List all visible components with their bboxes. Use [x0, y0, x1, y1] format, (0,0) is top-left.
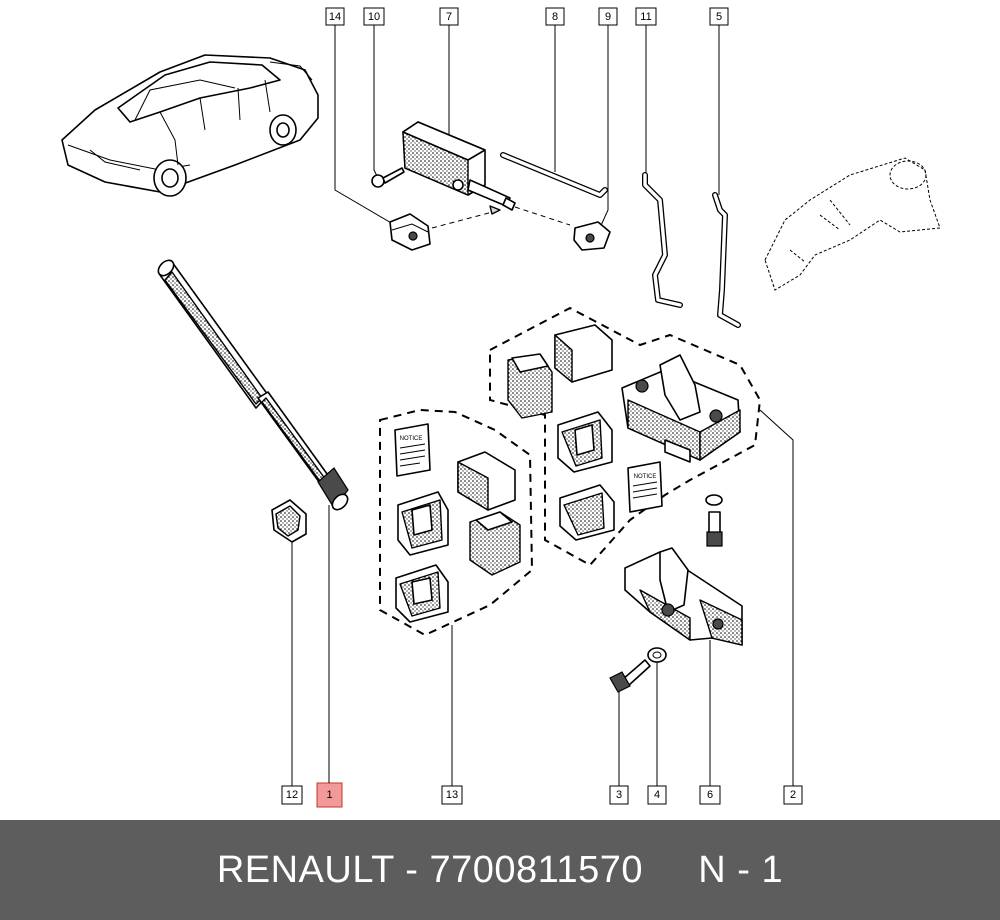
part-1-gas-strut[interactable] [155, 257, 350, 512]
kit-clip-d [559, 484, 615, 541]
callout-7-label: 7 [446, 11, 452, 23]
lock-washer-bolt [705, 494, 723, 547]
kit-clip-c [557, 411, 613, 473]
callout-12[interactable]: 12 [281, 785, 303, 805]
footer-separator: - [394, 848, 430, 891]
part-3-bolt[interactable] [609, 659, 651, 693]
callout-14[interactable]: 14 [325, 7, 345, 26]
kit-block-a [457, 451, 516, 511]
callout-13[interactable]: 13 [441, 785, 463, 805]
kit-clip-a [397, 491, 449, 556]
assembly-arrows [431, 205, 571, 229]
part-6-striker[interactable] [624, 547, 743, 646]
part-8-rod[interactable] [500, 152, 608, 198]
callout-12-label: 12 [286, 789, 298, 801]
callout-8[interactable]: 8 [545, 7, 565, 26]
lock-cylinder-context [764, 157, 941, 291]
callout-8-label: 8 [552, 11, 558, 23]
callout-4-label: 4 [654, 789, 660, 801]
callout-2[interactable]: 2 [783, 785, 803, 805]
footer-bar: RENAULT - 7700811570 N - 1 [0, 820, 1000, 920]
part-13-kit-group[interactable]: NOTICE [379, 408, 534, 637]
callout-2-label: 2 [790, 789, 796, 801]
kit-block-c [554, 324, 613, 383]
notice-booklet-1: NOTICE [394, 423, 431, 477]
callout-5[interactable]: 5 [709, 7, 729, 26]
lock-body [621, 354, 741, 463]
exploded-parts-diagram: 14 10 7 8 9 11 5 12 1 13 3 4 [61, 7, 941, 808]
callout-10-label: 10 [368, 11, 380, 23]
callout-1[interactable]: 1 [316, 782, 343, 808]
part-14-clip[interactable] [389, 213, 431, 251]
part-2-lock-group[interactable]: NOTICE [489, 306, 762, 567]
part-12-end-fitting[interactable] [271, 499, 307, 543]
kit-clip-b [395, 564, 449, 623]
callout-3[interactable]: 3 [609, 785, 629, 805]
footer-caption: RENAULT - 7700811570 N - 1 [217, 849, 783, 892]
part-7-actuator[interactable] [402, 121, 516, 211]
footer-gap [643, 849, 698, 891]
notice-label-1: NOTICE [400, 436, 423, 442]
callout-11-label: 11 [640, 11, 651, 23]
callout-13-label: 13 [446, 789, 458, 801]
callout-9-label: 9 [605, 11, 611, 23]
callout-6[interactable]: 6 [699, 785, 721, 805]
part-11-rod[interactable] [642, 172, 683, 308]
callout-10[interactable]: 10 [363, 7, 385, 26]
callout-4[interactable]: 4 [647, 785, 667, 805]
footer-brand: RENAULT [216, 848, 395, 891]
callout-5-label: 5 [716, 11, 722, 23]
callout-6-label: 6 [707, 789, 713, 801]
car-illustration [61, 54, 319, 197]
footer-reference: N - 1 [698, 848, 784, 891]
callout-14-label: 14 [329, 11, 341, 23]
part-5-rod[interactable] [712, 192, 741, 328]
notice-label-2: NOTICE [634, 474, 657, 480]
notice-booklet-2: NOTICE [627, 461, 663, 513]
callout-9[interactable]: 9 [598, 7, 618, 26]
callout-7[interactable]: 7 [439, 7, 459, 26]
callout-1-label: 1 [326, 789, 332, 801]
callout-3-label: 3 [616, 789, 622, 801]
kit-block-d [507, 353, 553, 419]
kit-block-b [469, 511, 521, 576]
leader-lines [291, 25, 794, 786]
footer-part-number: 7700811570 [429, 848, 643, 891]
part-9-clip[interactable] [573, 221, 611, 251]
callout-11[interactable]: 11 [635, 7, 657, 26]
part-10-screw[interactable] [371, 167, 405, 188]
part-4-washer[interactable] [647, 647, 667, 663]
